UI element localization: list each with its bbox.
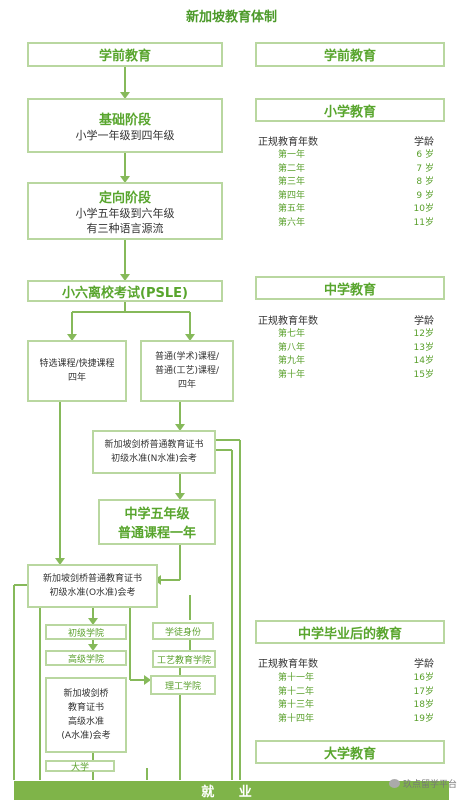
university-box-left: 大学 [45, 760, 115, 773]
normal-line-1: 普通(学术)课程/ [154, 352, 220, 362]
year-label: 第十年 [278, 369, 306, 380]
age-label: 13岁 [413, 342, 434, 353]
primary-years-header: 正规教育年数 [258, 137, 318, 148]
right-secondary-label: 中学教育 [323, 282, 376, 298]
apprentice-label: 学徒身份 [164, 627, 201, 638]
year-label: 第二年 [278, 163, 306, 174]
right-preschool-label: 学前教育 [323, 49, 376, 64]
year-label: 第三年 [278, 177, 306, 187]
foundation-title: 基础阶段 [98, 112, 151, 128]
foundation-sub: 小学一年级到四年级 [75, 128, 175, 142]
psle-box: 小六离校考试(PSLE) [27, 280, 223, 302]
year-label: 第九年 [278, 356, 306, 366]
right-preschool-box: 学前教育 [255, 42, 445, 67]
age-label: 7 岁 [416, 163, 434, 174]
age-label: 10岁 [413, 204, 434, 214]
university-label-left: 大学 [70, 762, 89, 773]
post-years-header: 正规教育年数 [258, 659, 318, 670]
year-label: 第十一年 [278, 673, 315, 683]
right-post-secondary-label: 中学毕业后的教育 [297, 626, 402, 642]
junior-college-box: 初级学院 [45, 624, 127, 640]
year-label: 第四年 [278, 190, 306, 201]
age-label: 17岁 [413, 686, 434, 697]
preschool-label: 学前教育 [98, 49, 151, 64]
a-level-line-4: (A水准)会考 [61, 731, 111, 741]
right-primary-box: 小学教育 [255, 98, 445, 122]
age-label: 16岁 [413, 673, 434, 683]
right-secondary-box: 中学教育 [255, 276, 445, 300]
n-level-line-2: 初级水准(N水准)会考 [111, 454, 197, 464]
primary-age-header: 学龄 [414, 137, 434, 148]
junior-college-label: 初级学院 [67, 628, 104, 639]
normal-line-2: 普通(工艺)课程/ [154, 366, 220, 376]
foundation-stage-box: 基础阶段 小学一年级到四年级 [27, 98, 223, 153]
sec5-line-2: 普通课程一年 [117, 526, 196, 541]
sec5-line-1: 中学五年级 [124, 507, 190, 522]
age-label: 11岁 [413, 217, 434, 228]
diagram-title: 新加坡教育体制 [185, 10, 277, 25]
secondary-age-header: 学龄 [414, 316, 434, 327]
normal-course-box: 普通(学术)课程/ 普通(工艺)课程/ 四年 [140, 340, 234, 402]
age-label: 15岁 [413, 369, 434, 380]
wechat-icon [388, 779, 400, 788]
right-university-box: 大学教育 [255, 740, 445, 764]
normal-line-3: 四年 [177, 380, 196, 390]
o-level-box: 新加坡剑桥普通教育证书 初级水准(O水准)会考 [27, 564, 158, 608]
apprentice-box: 学徒身份 [152, 622, 214, 640]
orientation-stage-box: 定向阶段 小学五年级到六年级 有三种语言源流 [27, 182, 223, 240]
o-level-line-1: 新加坡剑桥普通教育证书 [42, 574, 142, 584]
employment-label: 就 业 [201, 785, 262, 800]
right-university-label: 大学教育 [323, 746, 376, 762]
age-label: 19岁 [413, 713, 434, 724]
year-label: 第六年 [278, 217, 306, 228]
orientation-sub-2: 有三种语言源流 [86, 221, 164, 235]
watermark-text: 玖点留学平台 [402, 780, 457, 790]
post-age-header: 学龄 [414, 659, 434, 670]
age-label: 14岁 [413, 356, 434, 366]
right-primary-label: 小学教育 [323, 104, 376, 120]
ite-label: 工艺教育学院 [156, 655, 211, 666]
secondary-years-header: 正规教育年数 [258, 316, 318, 327]
watermark: 玖点留学平台 [388, 777, 457, 790]
age-label: 18岁 [413, 700, 434, 710]
year-label: 第十二年 [278, 686, 315, 697]
year-label: 第七年 [278, 329, 306, 339]
year-label: 第一年 [278, 150, 306, 160]
senior-college-label: 高级学院 [67, 654, 104, 665]
special-express-box: 特选课程/快捷课程 四年 [27, 340, 127, 402]
o-level-line-2: 初级水准(O水准)会考 [49, 588, 136, 598]
a-level-box: 新加坡剑桥 教育证书 高级水准 (A水准)会考 [45, 677, 127, 753]
special-line-1: 特选课程/快捷课程 [39, 359, 115, 369]
age-label: 9 岁 [416, 190, 434, 201]
senior-college-box: 高级学院 [45, 650, 127, 666]
psle-label: 小六离校考试(PSLE) [62, 285, 188, 301]
n-level-box: 新加坡剑桥普通教育证书 初级水准(N水准)会考 [92, 430, 216, 474]
n-level-line-1: 新加坡剑桥普通教育证书 [104, 440, 204, 450]
special-line-2: 四年 [67, 373, 86, 383]
year-label: 第十三年 [278, 700, 315, 710]
year-label: 第五年 [278, 204, 306, 214]
a-level-line-2: 教育证书 [67, 703, 104, 713]
age-label: 6 岁 [416, 150, 434, 160]
age-label: 12岁 [413, 329, 434, 339]
year-label: 第十四年 [278, 713, 315, 724]
right-post-secondary-box: 中学毕业后的教育 [255, 620, 445, 644]
polytechnic-box: 理工学院 [150, 675, 216, 695]
a-level-line-3: 高级水准 [67, 717, 104, 727]
polytechnic-label: 理工学院 [164, 681, 201, 692]
age-label: 8 岁 [416, 177, 434, 187]
a-level-line-1: 新加坡剑桥 [63, 689, 109, 699]
orientation-sub-1: 小学五年级到六年级 [75, 206, 175, 220]
employment-bar: 就 业 [14, 781, 449, 800]
ite-box: 工艺教育学院 [152, 650, 216, 668]
orientation-title: 定向阶段 [98, 190, 151, 206]
preschool-box: 学前教育 [27, 42, 223, 67]
sec5-box: 中学五年级 普通课程一年 [98, 499, 216, 545]
year-label: 第八年 [278, 342, 306, 353]
